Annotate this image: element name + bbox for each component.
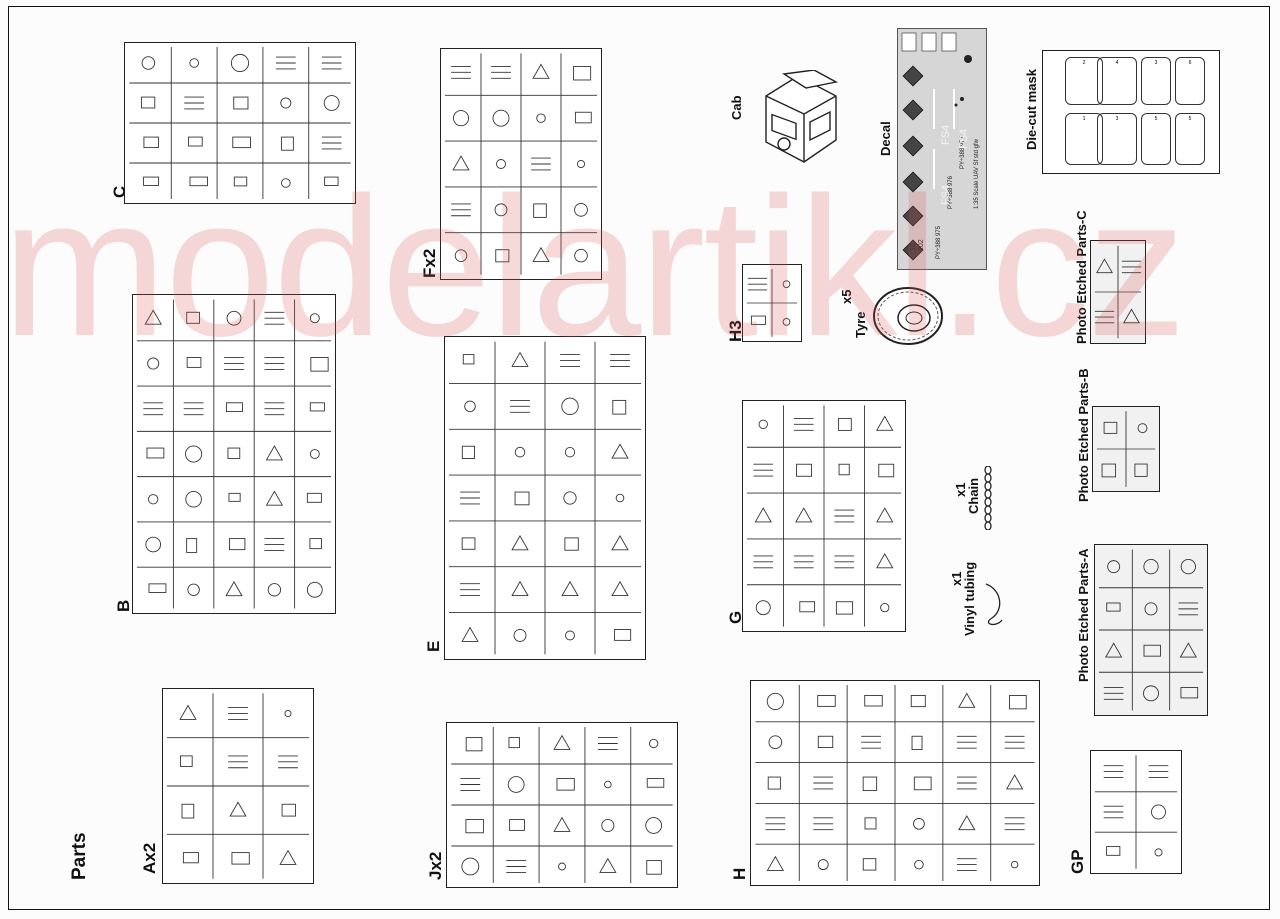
decal-code-1: FS4 xyxy=(940,124,952,145)
decal-scale-note: 1:35 Scale UAV Sf std gfw xyxy=(974,139,980,209)
mask-cell-3: 3 xyxy=(1141,57,1171,105)
die-cut-mask-label: Die-cut mask xyxy=(1024,69,1039,150)
decal-badge-1: 10 xyxy=(910,243,917,251)
sprue-gp-label: GP xyxy=(1068,849,1087,874)
sprue-h xyxy=(750,680,1040,886)
tyre-qty: x5 xyxy=(839,289,854,304)
decal-badge-2: 202 xyxy=(918,239,925,251)
sprue-h-parts xyxy=(755,684,1035,882)
cab-label: Cab xyxy=(729,95,744,120)
sprue-b xyxy=(132,294,336,614)
sprue-jx2-label: Jx2 xyxy=(426,851,445,880)
mask-cell-1: 2 xyxy=(1065,57,1103,105)
pe-sheet-b-parts xyxy=(1096,411,1156,487)
sprue-ax2-parts xyxy=(166,693,310,879)
chain-label: Chain xyxy=(966,477,981,514)
sprue-h3-label: H3 xyxy=(726,320,745,342)
cab-illustration xyxy=(765,70,839,163)
sprue-h-label: H xyxy=(730,867,749,880)
sprue-ax2 xyxy=(162,688,314,884)
die-cut-mask-sheet: 2 4 3 6 1 3 5 5 xyxy=(1042,50,1220,174)
vinyl-label: Vinyl tubing xyxy=(962,561,977,636)
pe-sheet-b xyxy=(1092,406,1160,492)
sprue-jx2-parts xyxy=(451,726,673,884)
sprue-fx2 xyxy=(440,48,602,280)
sprue-gp-parts xyxy=(1094,755,1178,869)
sprue-g-parts xyxy=(746,405,902,627)
pe-sheet-c xyxy=(1090,240,1146,344)
mask-cell-5: 1 xyxy=(1065,113,1103,165)
sprue-fx2-label: Fx2 xyxy=(420,248,439,278)
sprue-c-label: C xyxy=(110,185,129,198)
tyre-label: Tyre xyxy=(853,311,868,339)
decal-sheet: PY÷388 975 PY÷388 976 PY÷388 977 1:35 Sc… xyxy=(897,28,987,270)
page-border xyxy=(8,6,1270,910)
sprue-ax2-label: Ax2 xyxy=(140,842,159,874)
mask-cell-7: 5 xyxy=(1141,113,1171,165)
page-title: Parts xyxy=(69,832,90,880)
decal-label: Decal xyxy=(878,121,893,156)
sprue-h3-parts xyxy=(746,269,798,337)
sprue-e-parts xyxy=(448,341,642,655)
pe-sheet-c-parts xyxy=(1094,245,1142,339)
sprue-c xyxy=(124,42,356,204)
decal-code-2: FS4 xyxy=(940,184,952,205)
pe-sheet-a xyxy=(1094,544,1208,716)
pe-b-label: Photo Etched Parts-B xyxy=(1076,368,1091,502)
pe-a-label: Photo Etched Parts-A xyxy=(1076,548,1091,682)
sprue-e xyxy=(444,336,646,660)
sprue-jx2 xyxy=(446,722,678,888)
mask-cell-6: 3 xyxy=(1097,113,1137,165)
sprue-b-label: B xyxy=(114,599,133,612)
mask-cell-8: 5 xyxy=(1175,113,1205,165)
sprue-g xyxy=(742,400,906,632)
vinyl-tubing-illustration xyxy=(985,583,1003,626)
sprue-h3 xyxy=(742,264,802,342)
sprue-fx2-parts xyxy=(444,53,598,275)
sprue-g-label: G xyxy=(726,610,745,624)
pe-sheet-a-parts xyxy=(1098,549,1204,711)
sprue-gp xyxy=(1090,750,1182,874)
tyre-illustration xyxy=(873,287,943,345)
mask-cell-4: 6 xyxy=(1175,57,1205,105)
sprue-c-parts xyxy=(129,46,351,200)
chain-illustration xyxy=(984,466,992,530)
sprue-b-parts xyxy=(136,299,332,609)
decal-plate-1: PY÷388 975 xyxy=(936,226,942,259)
sprue-e-label: E xyxy=(424,640,443,652)
mask-cell-2: 4 xyxy=(1097,57,1137,105)
decal-code-3: FS4 xyxy=(958,128,970,149)
decal-sheet-art xyxy=(901,32,972,261)
pe-c-label: Photo Etched Parts-C xyxy=(1074,210,1089,344)
